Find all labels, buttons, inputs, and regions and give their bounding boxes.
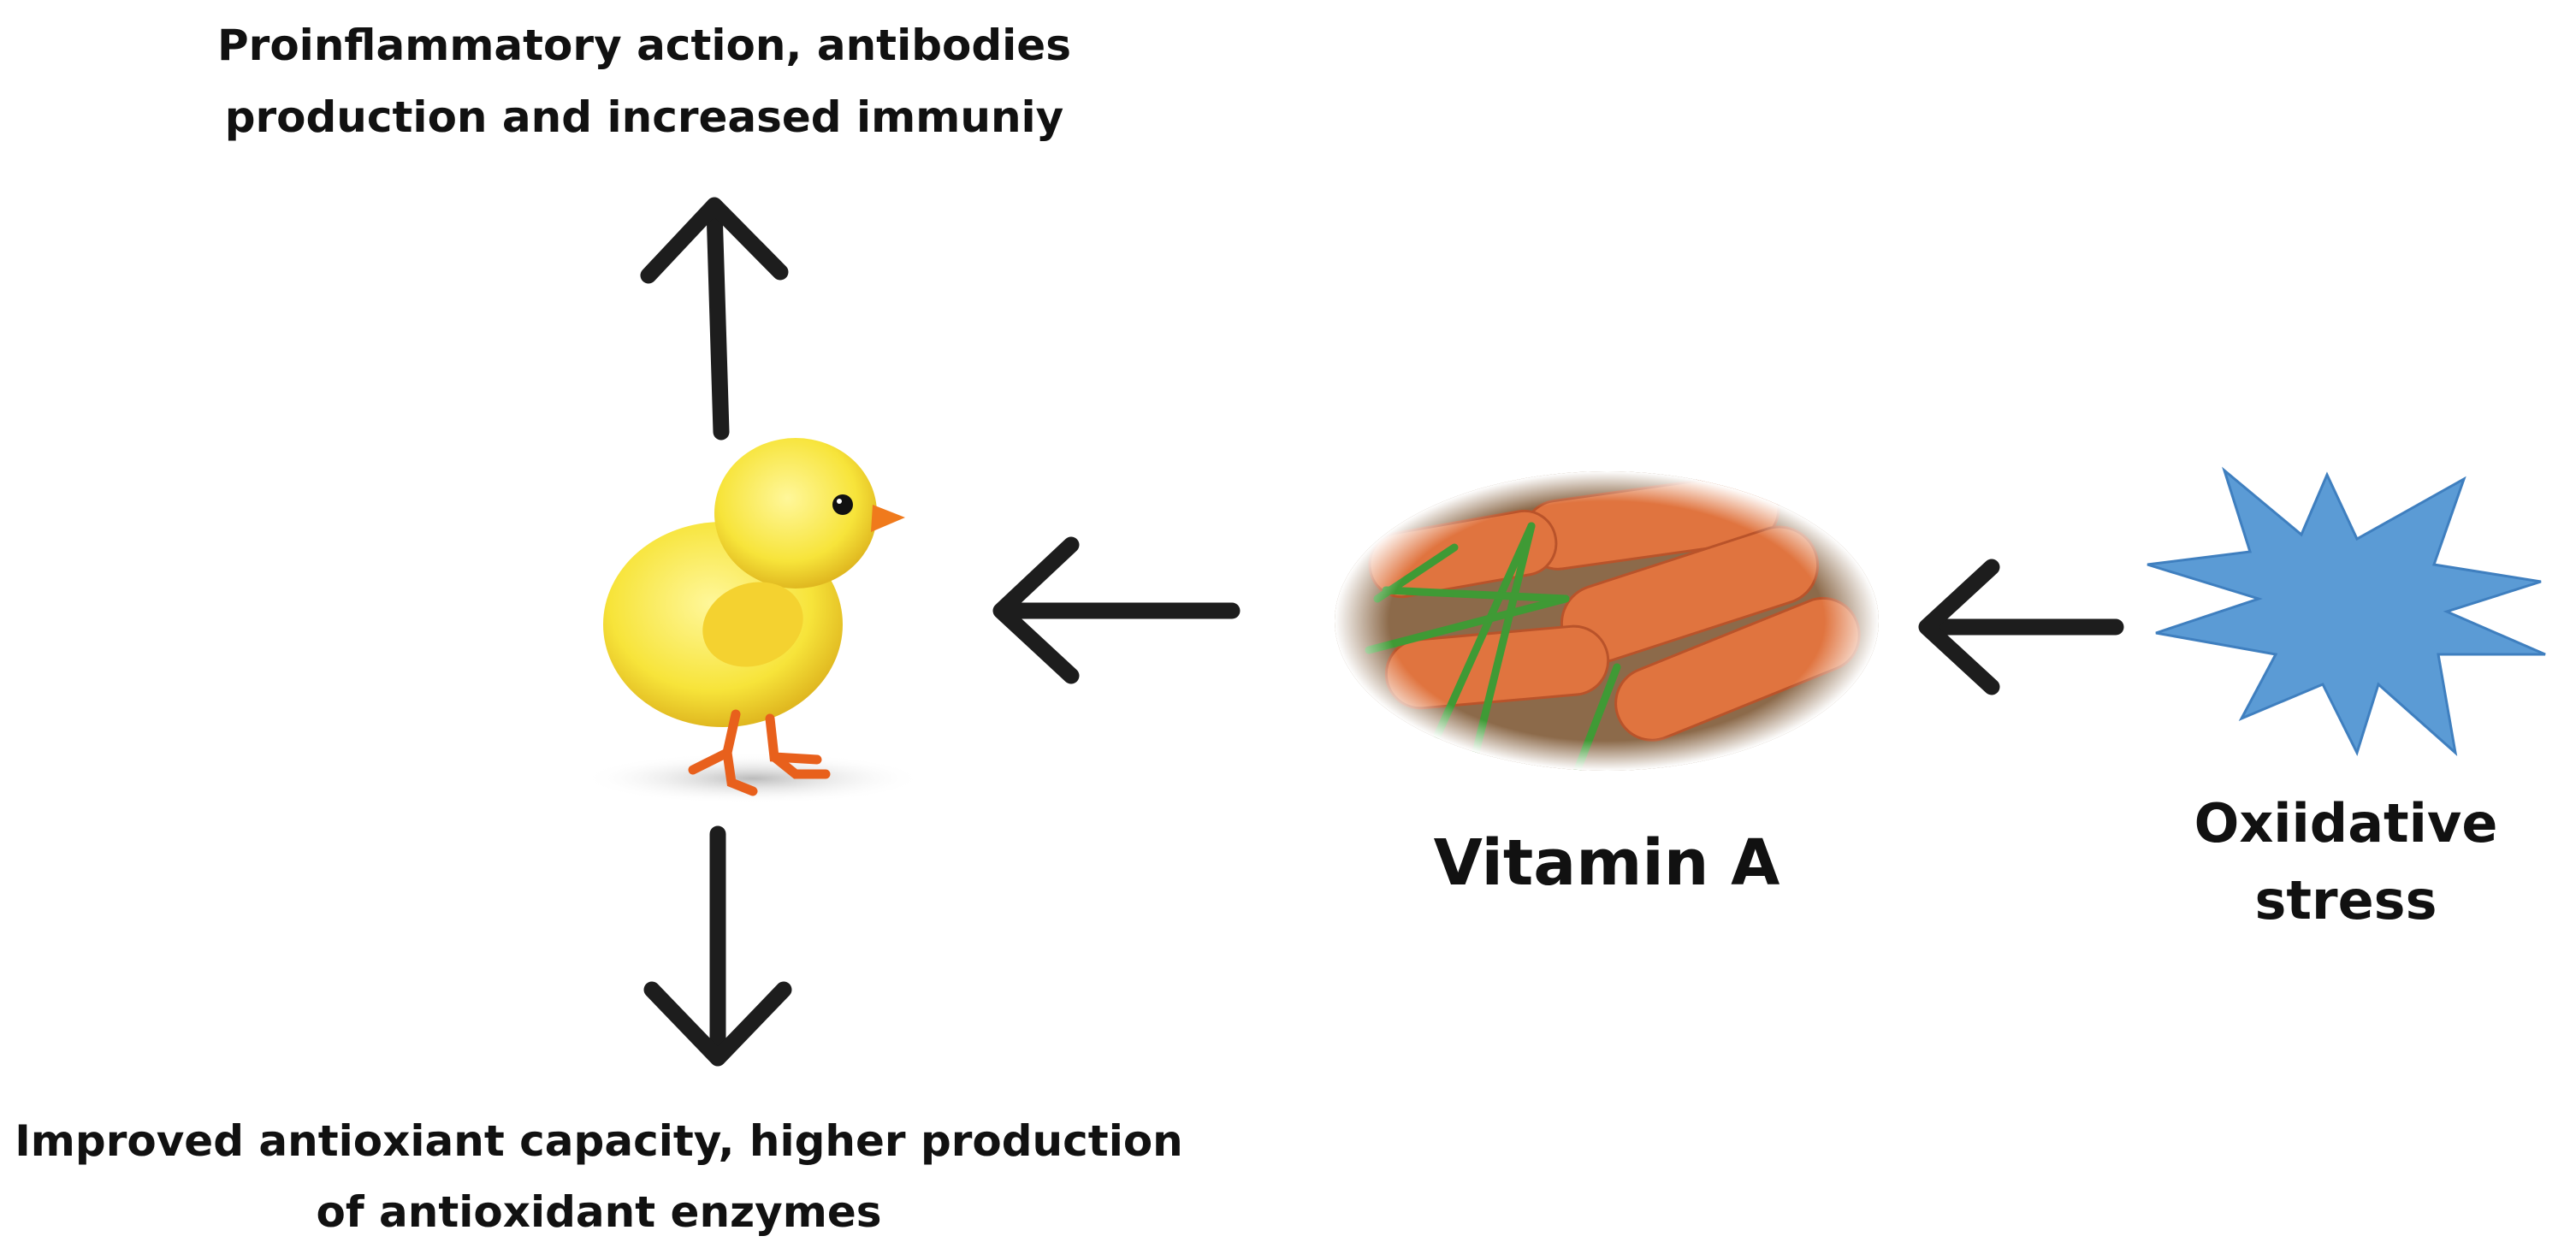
effect-antioxidant-line2: of antioxidant enzymes [316,1187,881,1237]
effect-immunity-line2: production and increased immuniy [225,92,1064,142]
effect-antioxidant-line1: Improved antioxiant capacity, higher pro… [15,1116,1183,1166]
oxidative-stress-line1: Oxiidative [2194,792,2498,855]
oxidative-stress-line2: stress [2255,869,2437,932]
arrow-down-icon [643,825,792,1067]
arrow-up-icon [640,197,789,441]
arrow-left-icon [992,536,1241,684]
oxidative-stress-burst-icon [2147,466,2546,756]
vitamin-a-label: Vitamin A [1434,826,1780,900]
effect-immunity-line1: Proinflammatory action, antibodies [217,21,1071,70]
arrow-left-icon-2 [1918,559,2124,695]
chick-image [582,438,924,804]
